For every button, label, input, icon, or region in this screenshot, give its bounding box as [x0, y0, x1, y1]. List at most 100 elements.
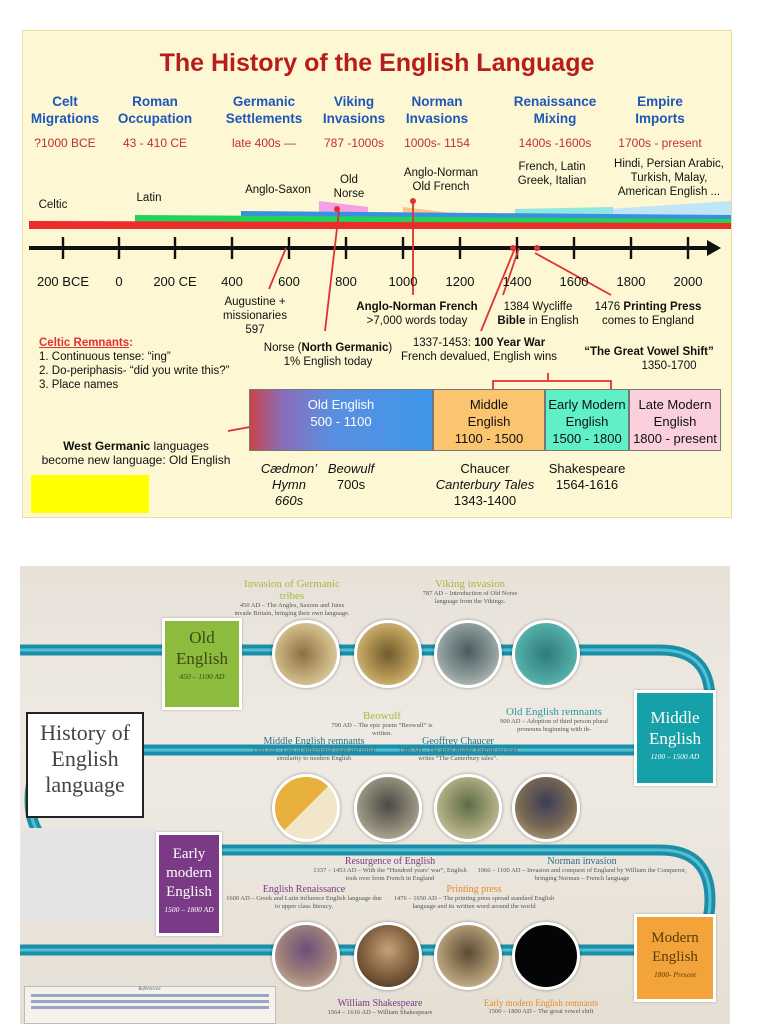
period-early-modern-english-name: Early Modern English: [548, 397, 626, 429]
event-wycliffe: 1384 Wycliffe Bible in English: [493, 300, 583, 328]
event-title: Beowulf: [363, 710, 401, 722]
circle-old-english-remnants: [512, 620, 580, 688]
period-late-modern-english-name: Late Modern English: [638, 397, 712, 429]
event-wycliffe-post: in English: [525, 315, 579, 327]
event-wycliffe-line1: 1384 Wycliffe: [503, 301, 573, 313]
timeline-arrowhead: [707, 240, 721, 256]
era-box-old-english-dates: 450 – 1100 AD: [179, 672, 225, 681]
era-box-old-english: Old English 450 – 1100 AD: [162, 618, 242, 710]
event-norse-bold: North Germanic: [301, 342, 389, 354]
event-text: 1380 AD – The great Middle English era p…: [398, 747, 518, 762]
circle-norman-invasion: [512, 774, 580, 842]
tick-label: 1200: [445, 274, 475, 289]
event-hundred-pre: 1337-1453:: [412, 337, 475, 349]
west-germanic-note: West Germanic languages become new langu…: [41, 439, 231, 467]
event-gvs-title: “The Great Vowel Shift”: [584, 346, 714, 358]
period-old-english-name: Old English: [307, 397, 375, 412]
event-hundred-line2: French devalued, English wins: [401, 351, 557, 363]
era-empire-date: 1700s - present: [618, 136, 702, 150]
event-text: 790 AD – The epic poem “Beowulf” is writ…: [331, 722, 433, 737]
era-celt-date: ?1000 BCE: [34, 136, 96, 150]
celtic-remnant-item: 2. Do-periphasis- “did you write this?”: [39, 365, 230, 377]
event-text: 1500 – 1800 AD – The great vowel shift: [488, 1008, 594, 1015]
celtic-remnants: Celtic Remnants: 1. Continuous tense: “i…: [39, 336, 259, 392]
lang-empire-label: Hindi, Persian Arabic, Turkish, Malay, A…: [614, 158, 724, 198]
references-lines: [31, 994, 269, 997]
era-box-modern-english-name: Modern English: [651, 930, 699, 965]
tick-label: 800: [335, 274, 357, 289]
circle-william-shakespeare: [354, 922, 422, 990]
circle-middle-english-remnants: [272, 774, 340, 842]
event-william-shakespeare: William Shakespeare 1564 – 1616 AD – Wil…: [320, 998, 440, 1017]
period-middle-english: Middle English 1100 - 1500: [433, 389, 545, 451]
yellow-highlight-box: [31, 475, 149, 513]
event-text: 1476 – 1650 AD – The printing press spre…: [393, 895, 555, 910]
tick-label: 1400: [502, 274, 532, 289]
event-wycliffe-bold: Bible: [497, 315, 526, 327]
event-marker-viking: [334, 206, 340, 212]
era-box-modern-english: Modern English 1800- Present: [634, 914, 716, 1002]
era-box-modern-english-dates: 1800- Present: [653, 970, 696, 979]
event-hundred-bold: 100 Year War: [474, 337, 546, 349]
event-printing-press: 1476 Printing Press comes to England: [589, 300, 707, 328]
event-augustine: Augustine + missionaries 597: [223, 296, 287, 336]
lang-latin-label: Latin: [136, 192, 162, 204]
event-title: Viking invasion: [435, 578, 505, 590]
tick-label: 2000: [673, 274, 703, 289]
era-germanic-date: late 400s —: [231, 136, 297, 150]
work-chaucer-date: 1343-1400: [453, 493, 517, 508]
circle-germanic-tribes: [272, 620, 340, 688]
event-text: 900 AD – Adoption of third person plural…: [500, 718, 608, 733]
era-celt-title: Celt Migrations: [30, 94, 100, 126]
circle-resurgence-of-english: [354, 774, 422, 842]
event-anglo-norman-line2: >7,000 words today: [366, 315, 468, 327]
work-beowulf-title: Beowulf: [327, 461, 375, 476]
event-title: Geoffrey Chaucer: [422, 736, 494, 747]
event-great-vowel-shift: “The Great Vowel Shift” 1350-1700: [579, 345, 719, 373]
event-title: Norman invasion: [547, 856, 617, 867]
lang-celtic-label: Celtic: [38, 199, 68, 211]
tick-label: 1000: [388, 274, 418, 289]
event-text: 450 AD – The Angles, Saxons and Jutes in…: [234, 602, 350, 617]
circle-beowulf: [354, 620, 422, 688]
era-renaissance-title: Renaissance Mixing: [513, 94, 597, 126]
event-norse-pre: Norse (: [263, 342, 302, 354]
era-box-middle-english-name: Middle English: [649, 708, 701, 748]
tick-label: 400: [221, 274, 243, 289]
period-middle-english-name: Middle English: [467, 397, 511, 429]
tick-label: 1800: [616, 274, 646, 289]
event-anglo-norman: Anglo-Norman French >7,000 words today: [353, 300, 481, 328]
era-viking-title: Viking Invasions: [322, 94, 386, 126]
work-caedmon: Cædmon’ Hymn 660s: [260, 461, 318, 508]
event-norse-post: ): [388, 342, 393, 354]
event-anglo-norman-bold: Anglo-Norman French: [356, 301, 478, 313]
work-shakespeare-date: 1564-1616: [555, 477, 619, 492]
era-box-early-modern-english-name: Early modern English: [166, 846, 212, 900]
celtic-remnant-item: 1. Continuous tense: “ing”: [39, 351, 171, 363]
event-title: Printing press: [446, 884, 502, 895]
event-marker-wycliffe: [510, 245, 516, 251]
work-chaucer-title: Canterbury Tales: [435, 477, 535, 492]
era-empire-title: Empire Imports: [635, 94, 685, 126]
tick-label: 200 BCE: [36, 274, 90, 289]
celtic-remnants-heading-text: Celtic Remnants: [39, 337, 130, 349]
era-roman-date: 43 - 410 CE: [122, 136, 188, 150]
west-germanic-bold: West Germanic: [63, 439, 151, 453]
event-resurgence-of-english: Resurgence of English 1337 – 1453 AD – W…: [310, 856, 470, 883]
event-text: 1600 AD – Greek and Latin influence Engl…: [226, 895, 382, 910]
event-press-bold: Printing Press: [623, 301, 702, 313]
period-early-modern-english-dates: 1500 - 1800: [552, 431, 622, 446]
era-renaissance-date: 1400s -1600s: [518, 136, 592, 150]
period-middle-english-dates: 1100 - 1500: [454, 431, 524, 446]
era-box-old-english-name: Old English: [176, 628, 228, 668]
period-late-modern-english: Late Modern English 1800 - present: [629, 389, 721, 451]
era-norman-title: Norman Invasions: [405, 94, 469, 126]
event-marker-norman: [410, 198, 416, 204]
lang-renaissance-label: French, Latin Greek, Italian: [517, 161, 587, 187]
event-early-modern-remnants: Early modern English remnants 1500 – 180…: [466, 998, 616, 1016]
event-title: English Renaissance: [262, 884, 346, 895]
circle-english-renaissance: [272, 922, 340, 990]
infographic-title: History of English language: [26, 712, 144, 818]
circle-printing-press: [434, 922, 502, 990]
celtic-remnant-item: 3. Place names: [39, 379, 119, 391]
